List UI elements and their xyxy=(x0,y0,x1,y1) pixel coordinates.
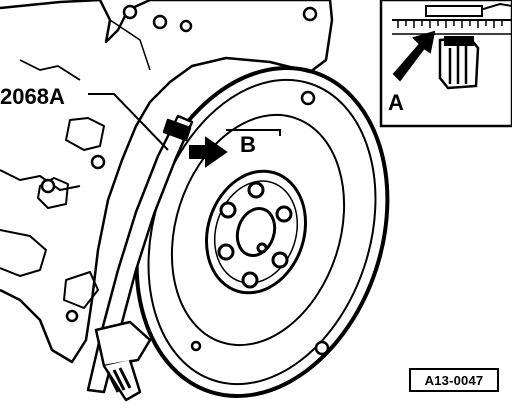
callout-b-leader xyxy=(226,129,281,136)
housing-bolts xyxy=(40,4,318,323)
arrow-up-right-icon xyxy=(392,30,436,82)
callout-b-label: B xyxy=(240,132,256,157)
callout-a-label: A xyxy=(388,90,404,115)
flywheel-bolts xyxy=(217,181,293,289)
callout-2068a-leader xyxy=(88,93,169,151)
figure-reference: A13-0047 xyxy=(409,368,499,392)
figure-reference-label: A13-0047 xyxy=(424,372,484,388)
arrow-right-icon xyxy=(189,136,228,168)
callout-2068a-label: 2068A xyxy=(0,84,65,109)
engine-housing xyxy=(0,0,334,364)
tool-2068a xyxy=(86,114,194,402)
flywheel-rim-holes xyxy=(190,90,330,356)
